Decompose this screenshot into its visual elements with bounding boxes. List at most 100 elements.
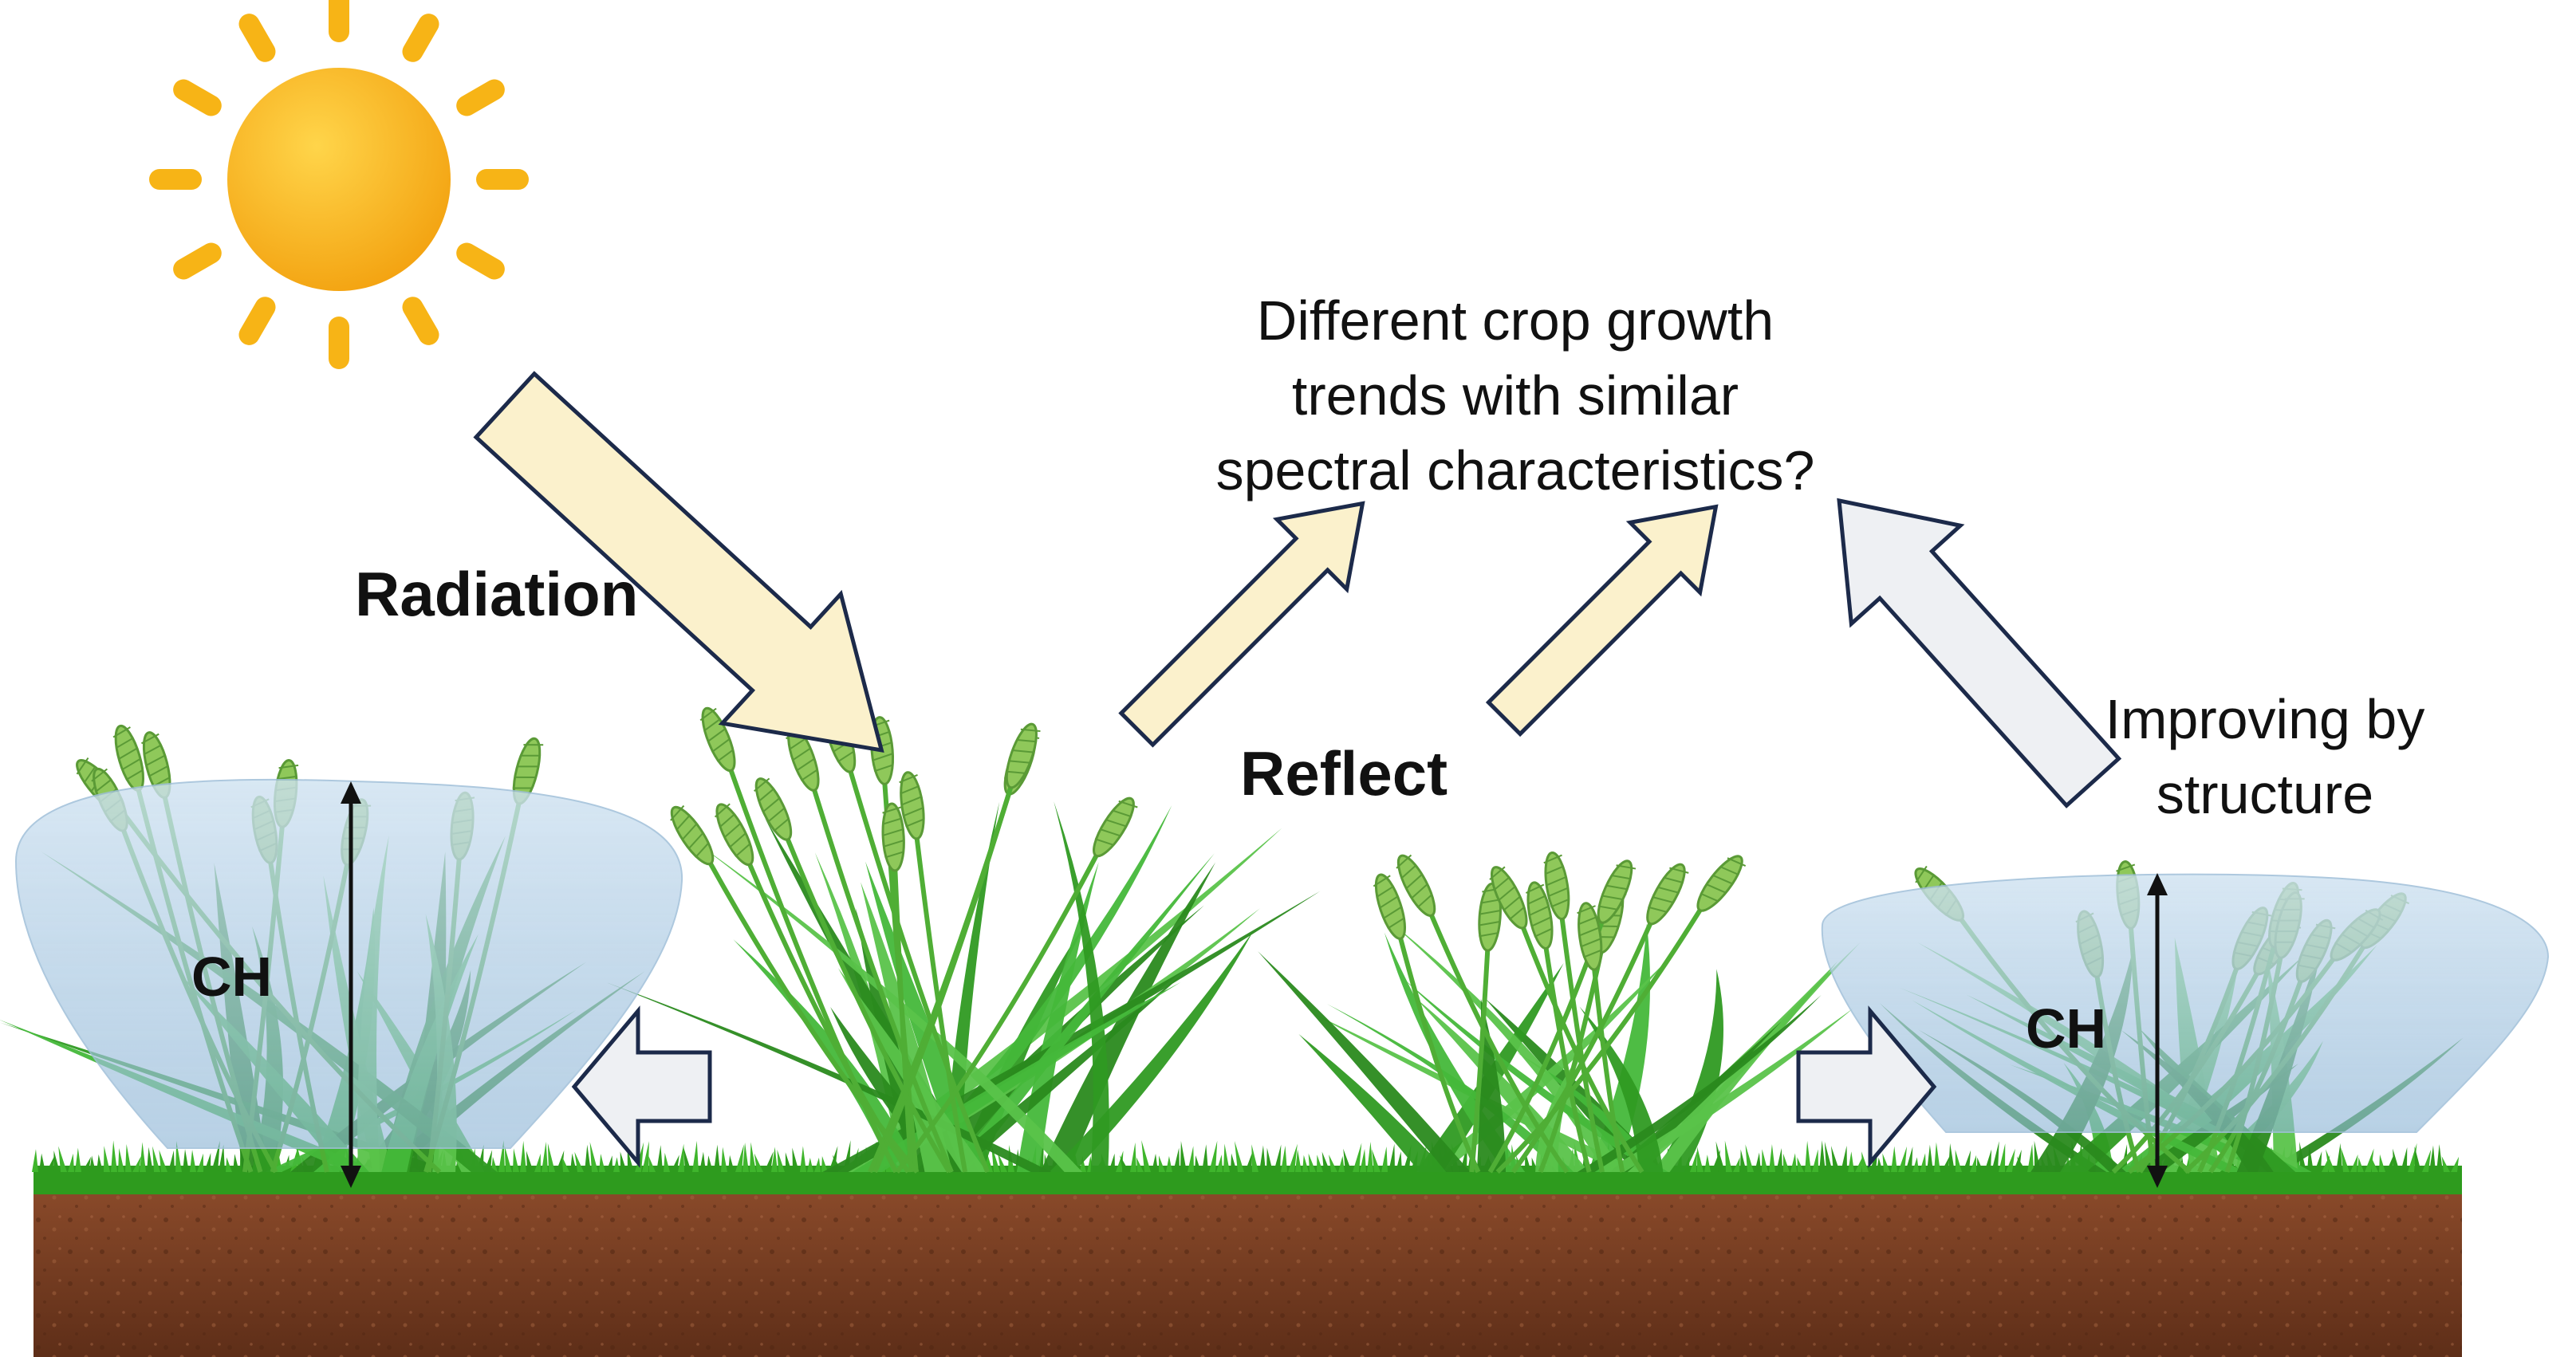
grass-blade: [1991, 1141, 1999, 1172]
grass-blade: [1130, 1142, 1136, 1172]
grass-blade: [132, 1156, 141, 1172]
ch-label-left: CH: [191, 946, 273, 1008]
grass-blade: [1173, 1147, 1180, 1172]
sun-ray: [456, 242, 505, 280]
grass-blade: [1999, 1143, 2006, 1172]
grass-blade: [32, 1149, 38, 1172]
leaf: [1258, 951, 1471, 1172]
grass-blade: [491, 1156, 498, 1172]
grass-blade: [664, 1152, 670, 1172]
grass-blade: [1740, 1149, 1747, 1172]
grass-blade: [1782, 1153, 1790, 1172]
grass-blade: [111, 1140, 117, 1172]
grass-blade: [1216, 1154, 1223, 1172]
radiation-arrow: [473, 371, 884, 753]
question-line: Different crop growth: [1256, 289, 1774, 352]
grass-blade: [1905, 1147, 1913, 1172]
grass-blade: [226, 1157, 232, 1172]
stem: [913, 832, 968, 1173]
grass-blade: [1776, 1148, 1782, 1172]
grass-blade: [2401, 1147, 2408, 1172]
grass-blade: [1812, 1149, 1818, 1172]
grass-blade: [1697, 1147, 1704, 1172]
wheat-head: [753, 777, 793, 841]
grass-blade: [1317, 1154, 1323, 1172]
radiation-label: Radiation: [355, 559, 639, 629]
improving-line: structure: [2156, 763, 2374, 825]
grass-blade: [2336, 1143, 2342, 1172]
grass-blade: [1898, 1146, 1908, 1172]
wheat-head: [140, 731, 171, 799]
grass-blade: [2357, 1157, 2364, 1172]
grass-blade: [589, 1142, 598, 1172]
grass-blade: [526, 1150, 534, 1172]
leaf: [938, 972, 1185, 1172]
grass-blade: [2027, 1144, 2034, 1172]
grass-blade: [290, 1146, 298, 1172]
grass-blade: [1120, 1155, 1129, 1172]
grass-blade: [1941, 1155, 1950, 1172]
sun-ray: [238, 14, 276, 62]
stem: [895, 849, 1101, 1174]
grass-blade: [1396, 1151, 1402, 1172]
grass-blade: [2386, 1154, 2394, 1172]
grass-blade: [814, 1157, 821, 1172]
stem: [1591, 963, 1625, 1173]
grass-blade: [1855, 1155, 1863, 1172]
grass-blade: [735, 1144, 744, 1172]
grass-blade: [1343, 1148, 1352, 1172]
grass-blade: [1388, 1143, 1395, 1172]
grass-blade: [1159, 1155, 1165, 1172]
stem: [1469, 945, 1491, 1173]
grass-blade: [140, 1142, 146, 1172]
grass-blade: [152, 1146, 160, 1172]
grass-blade: [642, 1141, 649, 1172]
grass-blade: [764, 1151, 774, 1172]
sun-ray: [173, 79, 222, 116]
grass-blade: [1367, 1141, 1373, 1172]
grass-blade: [998, 1152, 1007, 1172]
leaf: [948, 853, 1215, 1172]
grass-blade: [1403, 1144, 1412, 1172]
wheat-head: [1696, 855, 1747, 912]
grass-blade: [1984, 1149, 1992, 1172]
grass-blade: [89, 1155, 96, 1172]
grass-blade: [2341, 1147, 2350, 1172]
grass-blade: [2451, 1156, 2460, 1172]
grass-blade: [1251, 1144, 1258, 1172]
grass-blade: [742, 1142, 749, 1172]
grass-blade: [707, 1155, 713, 1172]
sun-ray: [238, 297, 276, 345]
wheat-head: [1543, 851, 1570, 921]
wheat-plant: [605, 706, 1321, 1174]
grass-blade: [534, 1153, 541, 1172]
stem: [1511, 917, 1655, 1174]
wheat-head: [1525, 881, 1554, 950]
grass-blade: [1141, 1140, 1151, 1172]
grass-blade: [1381, 1146, 1388, 1172]
grass-blade: [1080, 1155, 1086, 1172]
grass-blade: [58, 1146, 67, 1172]
stem: [705, 857, 920, 1174]
grass-blade: [504, 1146, 512, 1172]
grass-blade: [159, 1150, 167, 1172]
grass-blade: [39, 1153, 45, 1172]
grass-blade: [1948, 1143, 1955, 1172]
grass-blade: [1927, 1144, 1933, 1172]
grass-blade: [183, 1149, 189, 1172]
question-line: spectral characteristics?: [1215, 439, 1815, 502]
grass-blade: [1308, 1153, 1316, 1172]
leaf: [697, 843, 1083, 1172]
grass-blade: [520, 1140, 526, 1172]
grass-blade: [1891, 1146, 1897, 1172]
structure-arrow: [1837, 498, 2122, 808]
wheat-head: [714, 803, 754, 867]
grass-blade: [1963, 1150, 1971, 1172]
wheat-head: [899, 771, 925, 840]
grass-blade: [1797, 1157, 1804, 1172]
grass-blade: [1912, 1157, 1919, 1172]
grass-blade: [574, 1151, 584, 1172]
grass-blade: [570, 1153, 577, 1172]
grass-blade: [728, 1154, 735, 1172]
grass-blade: [219, 1144, 225, 1172]
